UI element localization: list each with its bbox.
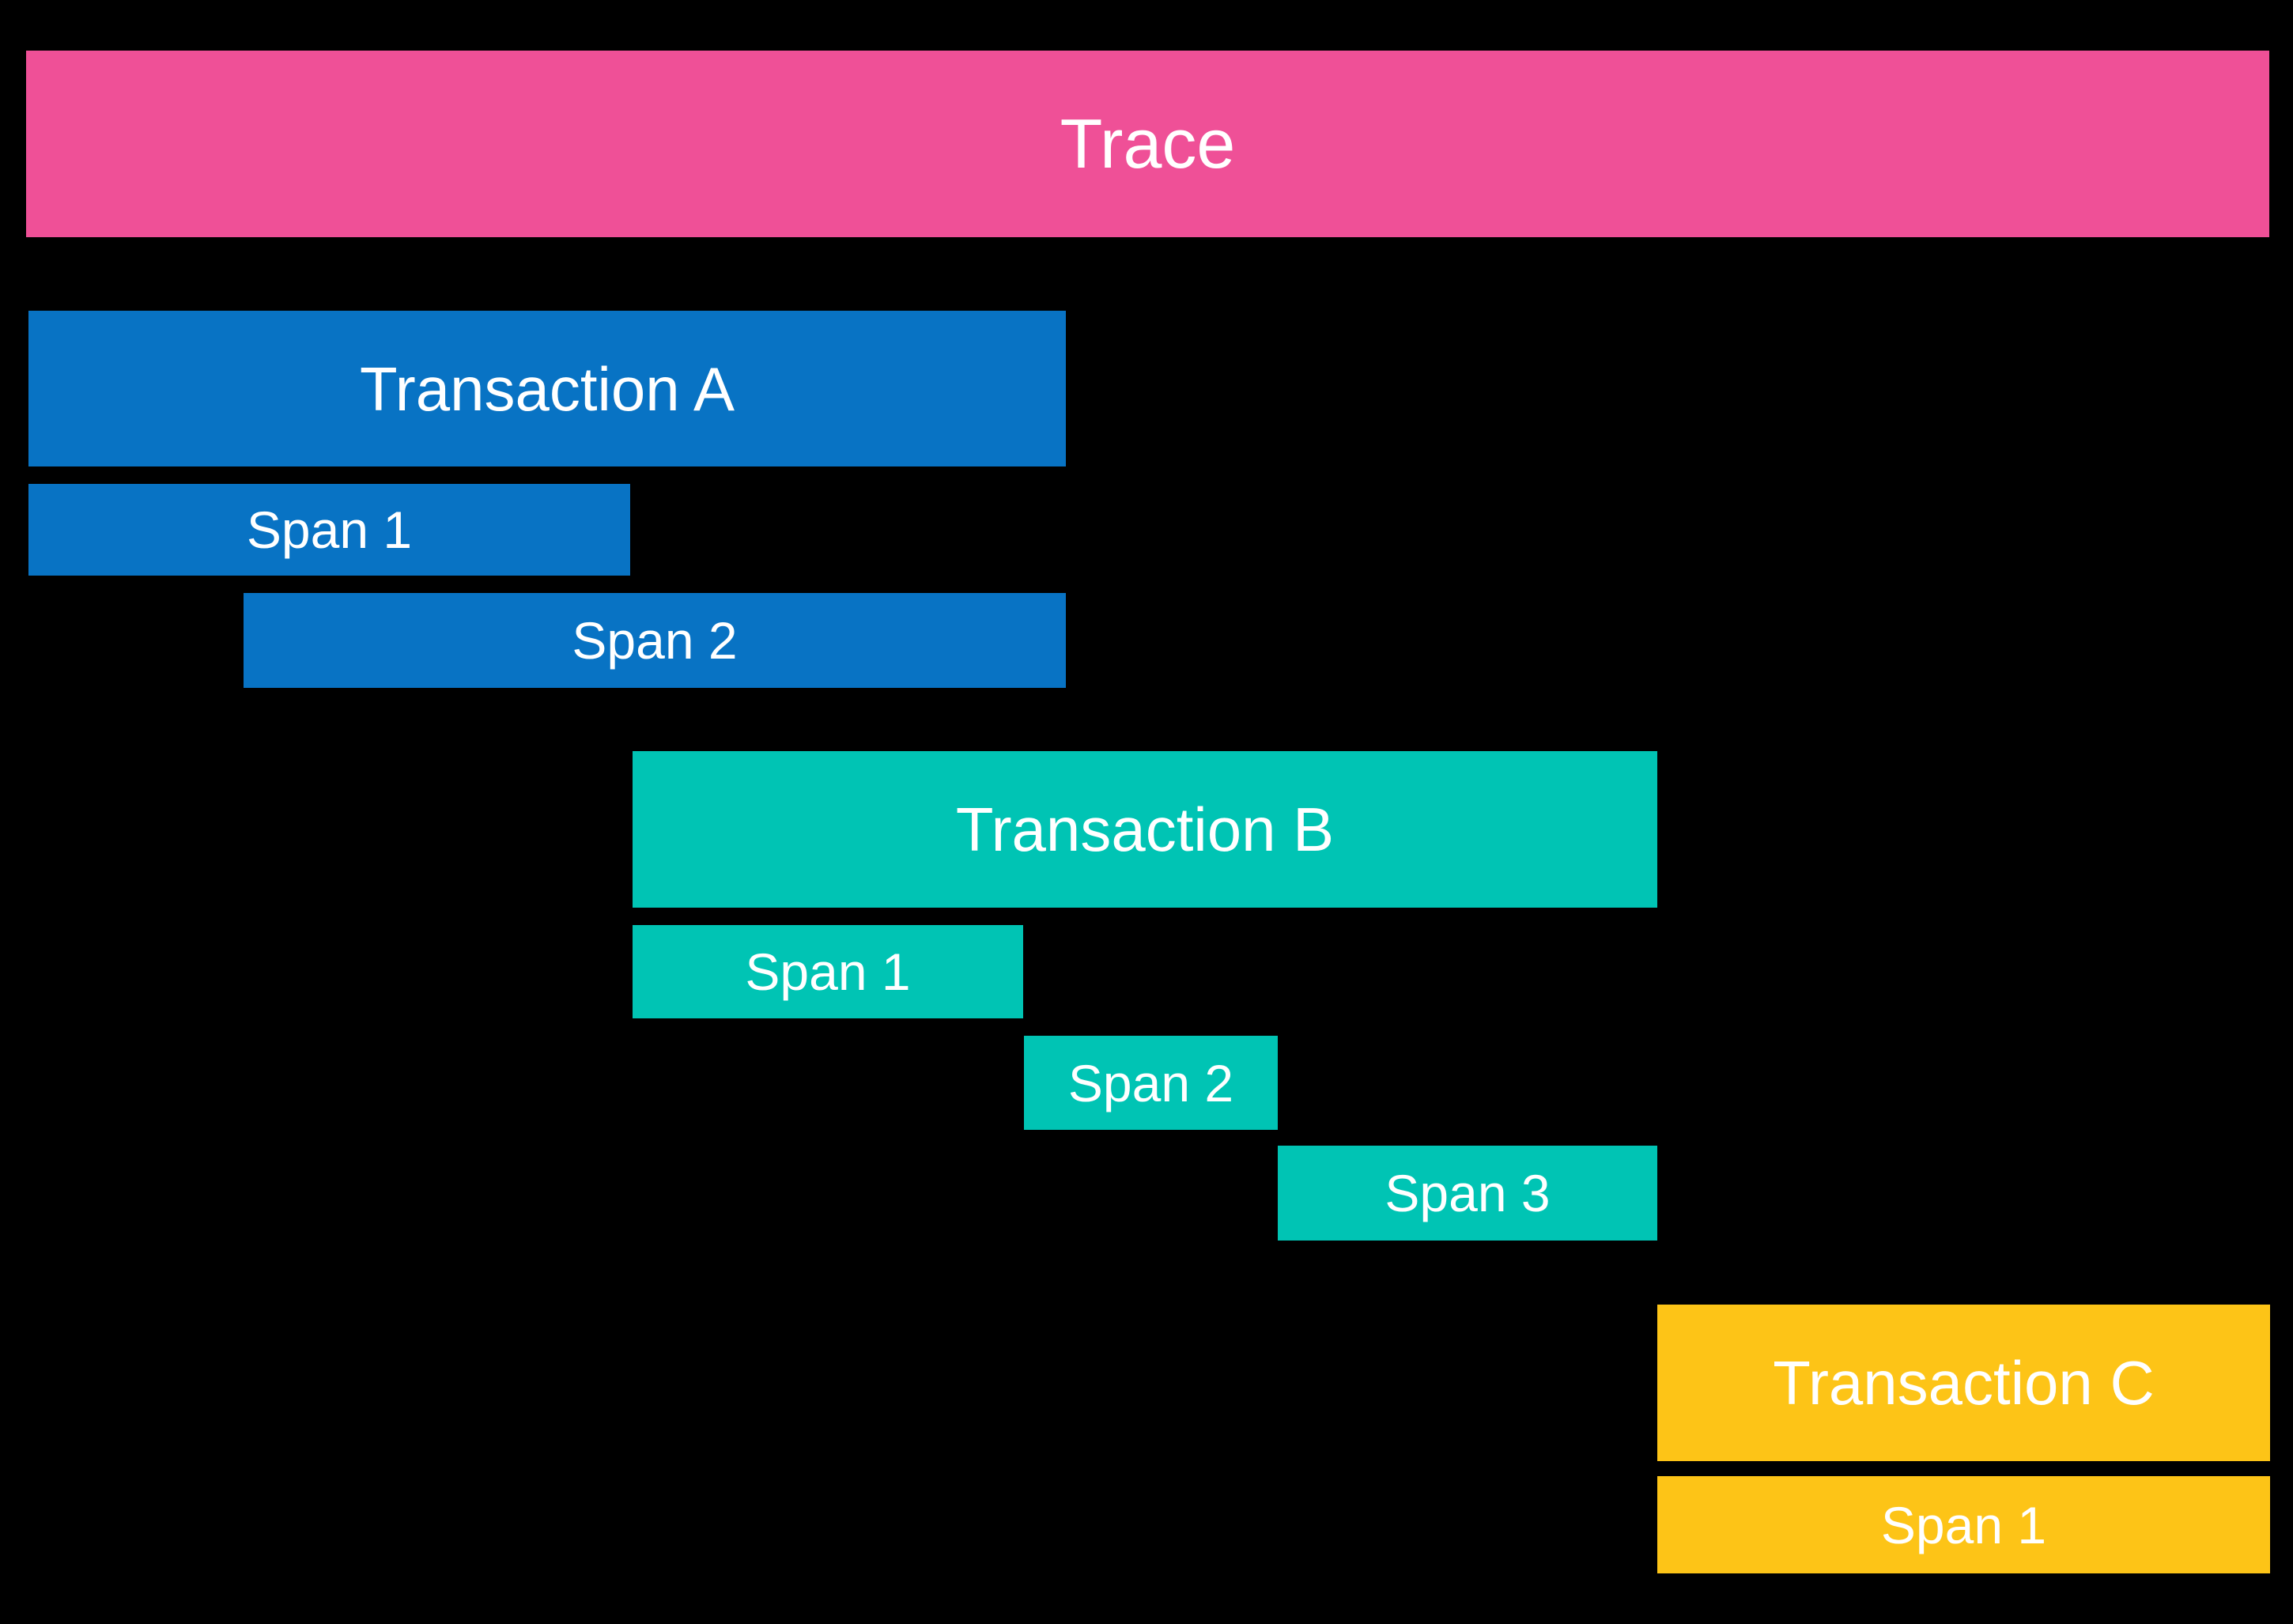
transaction-b-bar: Transaction B [633,751,1657,908]
transaction-c-span-1-label: Span 1 [1880,1495,2047,1554]
transaction-b-span-2-label: Span 2 [1067,1053,1234,1112]
transaction-a-span-2-bar: Span 2 [244,593,1066,688]
transaction-b-span-2-bar: Span 2 [1024,1036,1278,1130]
transaction-b-bar-label: Transaction B [955,795,1335,864]
transaction-c-bar-label: Transaction C [1773,1348,2155,1418]
transaction-a-span-1-label: Span 1 [246,500,413,559]
transaction-a-span-2-label: Span 2 [572,611,738,670]
transaction-b-span-3-label: Span 3 [1384,1164,1551,1222]
transaction-a-bar: Transaction A [28,311,1066,466]
transaction-b-span-3-bar: Span 3 [1278,1146,1657,1241]
transaction-a-bar-label: Transaction A [359,353,735,424]
transaction-b-span-1-bar: Span 1 [633,925,1023,1018]
trace-bar: Trace [26,51,2269,237]
transaction-c-bar: Transaction C [1657,1305,2270,1461]
transaction-c-span-1-bar: Span 1 [1657,1476,2270,1573]
trace-bar-label: Trace [1060,104,1236,183]
transaction-b-span-1-label: Span 1 [745,942,911,1001]
transaction-a-span-1-bar: Span 1 [28,484,630,576]
